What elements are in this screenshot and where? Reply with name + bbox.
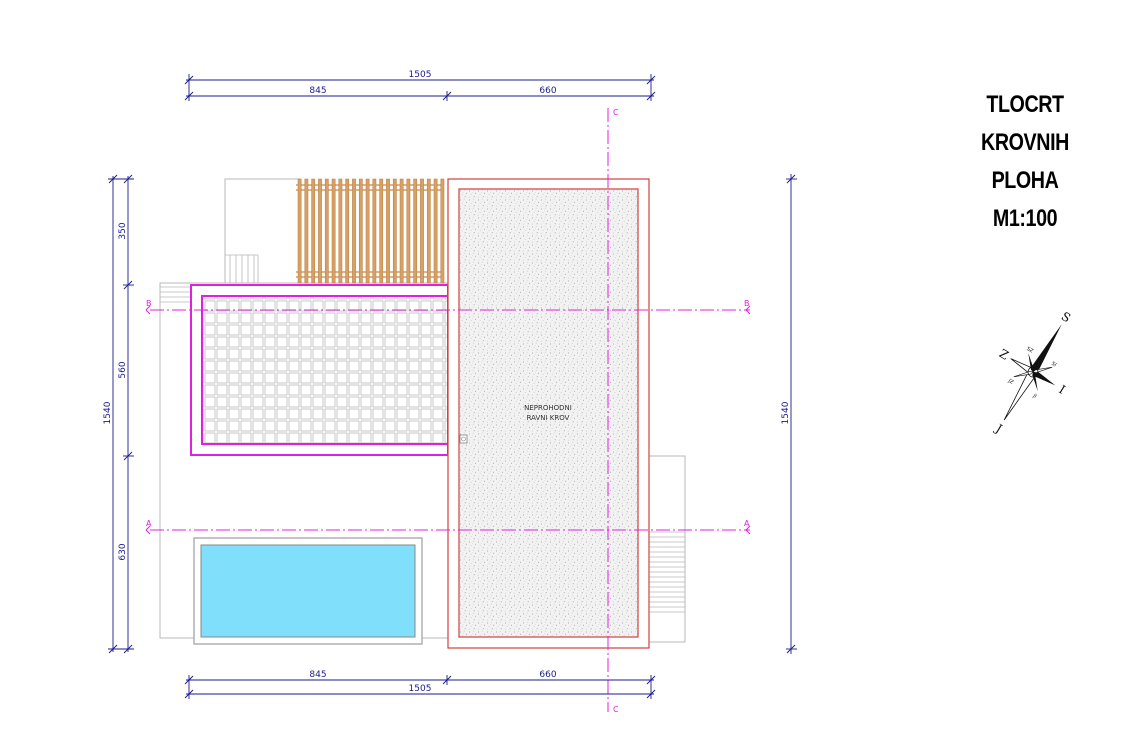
compass-ne: SI [1050, 361, 1057, 369]
stairs-left [160, 286, 190, 303]
dim-right-total: 1540 [781, 401, 791, 424]
roof-label-line2: RAVNI KROV [527, 414, 570, 422]
pergola-slat [399, 178, 404, 284]
compass-south: J [992, 420, 1005, 436]
section-lines [150, 108, 750, 712]
pergola-slat [440, 178, 445, 284]
pergola-slat [345, 178, 350, 284]
dim-top-left: 845 [309, 86, 326, 96]
dim-top-total: 1505 [409, 70, 432, 80]
dim-left-total: 1540 [103, 401, 113, 424]
pergola-slat [406, 178, 411, 284]
pergola-slat [413, 178, 418, 284]
pool [193, 537, 423, 645]
title-line-4: M1:100 [992, 205, 1058, 232]
terrace [190, 284, 449, 456]
dimension-lines [108, 74, 797, 699]
compass-east: I [1057, 382, 1068, 397]
compass-se: JI [1031, 393, 1037, 400]
title-line-2: KROVNIH [981, 129, 1069, 156]
flat-roof: NEPROHODNI RAVNI KROV [447, 178, 650, 649]
dim-bottom-total: 1505 [409, 684, 432, 694]
pergola-slat [426, 178, 431, 284]
pergola-slat [297, 178, 302, 284]
pergola-slat [324, 178, 329, 284]
dim-left-middle: 560 [118, 361, 128, 378]
section-a-left: A [146, 519, 152, 528]
title-line-3: PLOHA [991, 167, 1059, 194]
section-b-right: B [744, 299, 750, 308]
section-b-left: B [146, 299, 152, 308]
pergola-slat [352, 178, 356, 284]
pergola-slat [420, 178, 424, 284]
section-a-right: A [744, 519, 750, 528]
title-line-1: TLOCRT [986, 91, 1064, 118]
compass-nw: SZ [1025, 346, 1034, 355]
pergola-slat [365, 178, 370, 284]
dim-bottom-left: 845 [309, 670, 326, 680]
pergola-slat [338, 178, 343, 284]
pergola-slat [318, 178, 322, 284]
compass-north: S [1059, 309, 1073, 325]
pergola-slat [358, 178, 363, 284]
stairs-right [649, 531, 685, 613]
pergola-slat [304, 178, 309, 284]
dimension-labels: 1505 845 660 845 660 1505 1540 350 560 6… [103, 70, 791, 694]
section-markers: B B A A C C [145, 108, 751, 714]
plan-title: TLOCRT KROVNIH PLOHA M1:100 [972, 86, 1079, 238]
pergola-slat [386, 178, 390, 284]
pergola-slat [331, 178, 336, 284]
roof-drain-icon [459, 434, 468, 444]
section-c-bottom: C [613, 705, 619, 714]
pergola [296, 178, 445, 284]
pergola-slat [372, 178, 377, 284]
pergola-slat [392, 178, 397, 284]
dim-left-upper: 350 [118, 222, 128, 239]
roof-label-line1: NEPROHODNI [524, 404, 572, 412]
section-c-top: C [613, 108, 619, 117]
dim-bottom-right: 660 [539, 670, 556, 680]
dim-top-right: 660 [539, 86, 556, 96]
compass-west: Z [997, 346, 1011, 362]
pergola-slat [379, 178, 384, 284]
dim-left-lower: 630 [118, 543, 128, 560]
compass-sw: JZ [1006, 378, 1015, 386]
pergola-slat [311, 178, 316, 284]
stairs-top [225, 254, 259, 283]
pergola-slat [433, 178, 438, 284]
compass-rose-icon: S J Z I SZ SI JZ JI [992, 309, 1073, 436]
